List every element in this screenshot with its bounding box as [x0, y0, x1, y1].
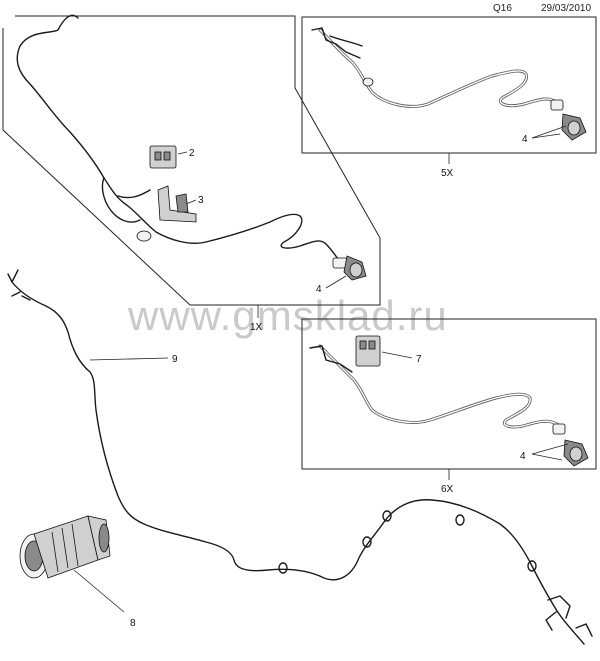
qty-1x: 1X	[250, 322, 263, 333]
panel-6x-frame	[301, 318, 597, 470]
callout-8: 8	[130, 618, 136, 629]
callout-6x-4: 4	[520, 451, 526, 462]
callout-1x-4: 4	[316, 284, 322, 295]
panel-1x-frame	[2, 15, 381, 306]
panel-1x-harness	[16, 14, 341, 263]
callout-1x-2: 2	[189, 148, 195, 159]
diagram-date: 29/03/2010	[541, 3, 592, 14]
panel-5x: 4 5X	[301, 16, 597, 179]
panel-6x-sensor-4	[552, 423, 589, 467]
panel-6x-module-7	[355, 335, 381, 367]
panel-1x-harness-branch	[101, 177, 151, 223]
panel-5x-sensor-4	[550, 99, 587, 141]
panel-1x: 2 3 4 1X	[2, 14, 381, 333]
panel-5x-harness	[318, 28, 558, 108]
qty-6x: 6X	[441, 484, 454, 495]
panel-1x-module-2	[149, 145, 177, 169]
panel-1x-grommet	[136, 230, 152, 242]
trailer-socket-8: 8	[19, 515, 136, 629]
panel-5x-frame	[301, 16, 597, 154]
panel-1x-sensor-4	[332, 255, 367, 281]
main-harness-path	[11, 281, 585, 645]
qty-5x: 5X	[441, 168, 454, 179]
main-harness-9: 9	[7, 269, 593, 645]
callout-6x-7: 7	[416, 354, 422, 365]
watermark-text: www.gmsklad.ru	[127, 292, 448, 339]
callout-1x-3: 3	[198, 195, 204, 206]
callout-5x-4: 4	[522, 134, 528, 145]
diagram-code: Q16	[493, 3, 512, 14]
panel-1x-bracket-3	[157, 185, 197, 223]
callout-9: 9	[172, 354, 178, 365]
panel-6x: 7 4 6X	[301, 318, 597, 495]
